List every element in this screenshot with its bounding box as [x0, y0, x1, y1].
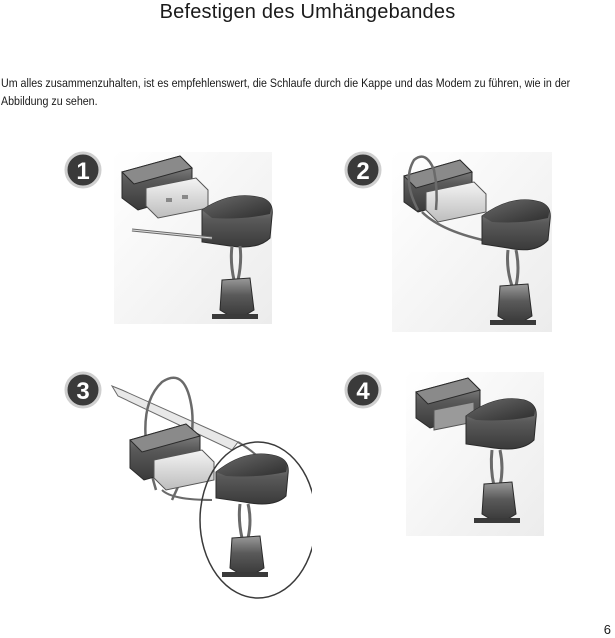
page-title: Befestigen des Umhängebandes	[159, 1, 456, 23]
step-3-badge: 3	[64, 371, 102, 409]
svg-text:3: 3	[76, 378, 89, 405]
step-4-badge: 4	[344, 371, 382, 409]
step-2-illustration: 2	[342, 150, 554, 332]
step-3-illustration: 3	[62, 370, 312, 600]
step-2-badge: 2	[344, 151, 382, 189]
instruction-paragraph: Um alles zusammenzuhalten, ist es empfeh…	[1, 76, 571, 108]
svg-text:2: 2	[356, 158, 369, 185]
page-number: 6	[603, 622, 611, 637]
step-1-badge: 1	[64, 151, 102, 189]
step-4-illustration: 4	[342, 370, 547, 538]
step-1-illustration: 1	[62, 150, 274, 326]
svg-text:1: 1	[76, 158, 89, 185]
svg-text:4: 4	[356, 378, 370, 405]
